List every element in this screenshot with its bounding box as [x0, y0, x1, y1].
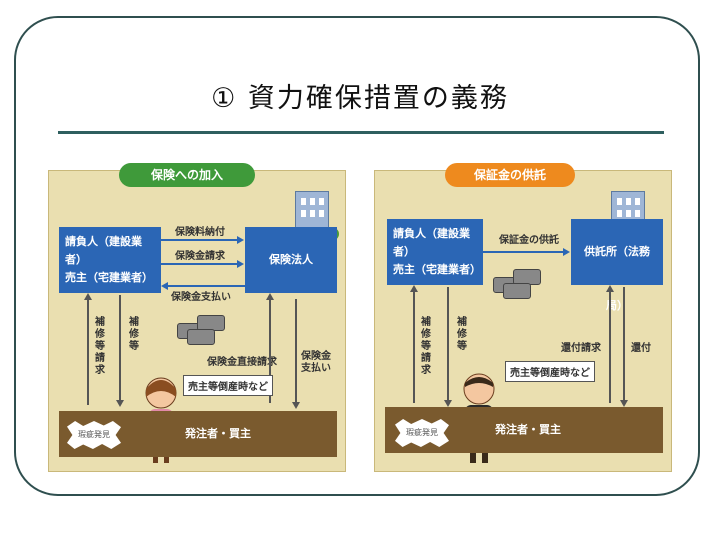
repair-request-arrow: [413, 291, 415, 403]
burst-icon: 瑕疵発見: [395, 419, 449, 447]
insurance-panel: 保険への加入 請負人（建設業者） 売主（宅建業者） 保険法人 保険料納付 保険金…: [48, 163, 346, 472]
bankruptcy-note: 売主等倒産時など: [505, 361, 595, 382]
defect-label: 瑕疵発見: [406, 428, 438, 437]
defect-label: 瑕疵発見: [78, 430, 110, 439]
repair-request-label: 補修等請求: [421, 317, 431, 376]
refund-arrow: [623, 287, 625, 401]
coins-icon: [493, 263, 547, 299]
repair-label: 補修等: [129, 317, 139, 352]
bankruptcy-note: 売主等倒産時など: [183, 375, 273, 396]
contractor-label: 請負人（建設業者）: [393, 227, 470, 258]
direct-claim-label: 保険金直接請求: [207, 357, 277, 368]
refund-label: 還付: [631, 343, 651, 354]
deposit-arrow: [483, 251, 565, 253]
slide-frame: [14, 16, 700, 496]
client-label: 発注者・買主: [185, 427, 251, 440]
claim-label: 保険金請求: [175, 251, 225, 262]
deposit-tab: 保証金の供託: [445, 163, 575, 187]
arrow-head: [116, 400, 124, 407]
arrow-head: [444, 400, 452, 407]
arrow-head: [606, 285, 614, 292]
depository-box: 供託所（法務局）: [571, 219, 663, 312]
arrow-head: [84, 293, 92, 300]
premium-arrow: [161, 239, 239, 241]
arrow-head: [266, 293, 274, 300]
refund-request-arrow: [609, 291, 611, 403]
slide-title: ① 資力確保措置の義務: [211, 83, 509, 114]
premium-label: 保険料納付: [175, 227, 225, 238]
burst-icon: 瑕疵発見: [67, 421, 121, 449]
arrow-head: [410, 285, 418, 292]
contractor-seller-box: 請負人（建設業者） 売主（宅建業者）: [387, 219, 483, 285]
arrow-head: [161, 282, 168, 290]
client-label: 発注者・買主: [495, 423, 561, 436]
refund-request-label: 還付請求: [561, 343, 601, 354]
claim-arrow: [161, 263, 239, 265]
contractor-label: 請負人（建設業者）: [65, 235, 142, 266]
deposit-label: 保証金の供託: [499, 235, 559, 246]
coins-icon: [177, 309, 231, 345]
seller-label: 売主（宅建業者）: [65, 271, 153, 284]
depository-label: 供託所（法務局）: [584, 245, 650, 312]
insurance-payment-arrow: [295, 299, 297, 403]
title-underline: [58, 131, 664, 134]
arrow-head: [292, 402, 300, 409]
contractor-seller-box: 請負人（建設業者） 売主（宅建業者）: [59, 227, 161, 293]
seller-label: 売主（宅建業者）: [393, 263, 481, 276]
repair-request-arrow: [87, 299, 89, 405]
arrow-head: [563, 248, 570, 256]
repair-request-label: 補修等請求: [95, 317, 105, 376]
arrow-head: [620, 400, 628, 407]
insurance-payment-label: 保険金支払い: [301, 351, 331, 374]
payout-label: 保険金支払い: [171, 292, 231, 303]
insurer-label: 保険法人: [269, 253, 313, 266]
arrow-head: [237, 260, 244, 268]
direct-claim-arrow: [269, 299, 271, 403]
repair-arrow: [447, 287, 449, 401]
repair-arrow: [119, 295, 121, 401]
insurance-tab: 保険への加入: [119, 163, 255, 187]
arrow-head: [237, 236, 244, 244]
payout-arrow: [167, 285, 245, 287]
insurer-box: 保険法人: [245, 227, 337, 293]
repair-label: 補修等: [457, 317, 467, 352]
deposit-panel: 保証金の供託 請負人（建設業者） 売主（宅建業者） 供託所（法務局） 保証金の供…: [374, 163, 672, 472]
